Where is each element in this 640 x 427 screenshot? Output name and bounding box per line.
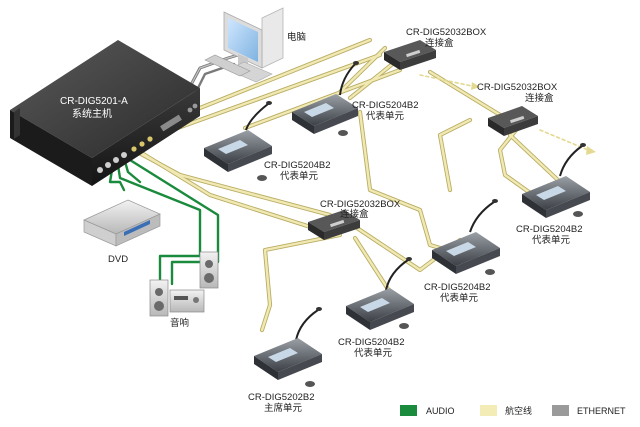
box-3-model: CR-DIG52032BOX	[320, 199, 401, 210]
box-1-model: CR-DIG52032BOX	[406, 27, 487, 38]
delegate-unit-2: CR-DIG5204B2 代表单元	[204, 101, 331, 182]
box-1-name: 连接盒	[425, 37, 454, 49]
connection-box-2: CR-DIG52032BOX 连接盒	[477, 82, 558, 136]
dvd-player: DVD	[83, 199, 161, 265]
legend-label-audio: AUDIO	[426, 406, 455, 416]
chairman-unit: CR-DIG5202B2 主席单元	[248, 307, 322, 414]
delegate-unit-3: CR-DIG5204B2 代表单元	[516, 143, 590, 246]
computer-label: 电脑	[287, 31, 306, 43]
chairman-model: CR-DIG5202B2	[248, 392, 315, 403]
unit-1-role: 代表单元	[366, 110, 405, 122]
legend-swatch-aviation	[480, 405, 497, 416]
unit-3-role: 代表单元	[532, 234, 571, 246]
unit-5-role: 代表单元	[354, 347, 393, 359]
legend-swatch-ethernet	[552, 405, 569, 416]
unit-4-role: 代表单元	[440, 292, 479, 304]
legend: AUDIO 航空线 ETHERNET	[400, 405, 626, 416]
unit-4-model: CR-DIG5204B2	[424, 282, 491, 293]
front-panel-connectors	[97, 103, 198, 173]
delegate-unit-1: CR-DIG5204B2 代表单元	[292, 61, 419, 136]
speaker-system: 音响	[149, 251, 219, 329]
unit-5-model: CR-DIG5204B2	[338, 337, 405, 348]
main-unit-model: CR-DIG5201-A	[60, 96, 128, 107]
legend-swatch-audio	[400, 405, 417, 416]
main-unit: CR-DIG5201-A 系统主机	[10, 40, 200, 186]
main-unit-name: 系统主机	[72, 107, 112, 120]
legend-label-ethernet: ETHERNET	[577, 406, 626, 416]
chairman-role: 主席单元	[264, 402, 303, 414]
unit-1-model: CR-DIG5204B2	[352, 100, 419, 111]
unit-3-model: CR-DIG5204B2	[516, 224, 583, 235]
computer: 电脑	[204, 7, 306, 83]
box-3-name: 连接盒	[340, 208, 369, 220]
dvd-label: DVD	[108, 254, 128, 265]
connection-box-3: CR-DIG52032BOX 连接盒	[308, 199, 401, 240]
delegate-unit-4: CR-DIG5204B2 代表单元	[424, 199, 500, 304]
box-2-name: 连接盒	[525, 92, 554, 104]
connection-box-1: CR-DIG52032BOX 连接盒	[384, 27, 487, 70]
box-2-model: CR-DIG52032BOX	[477, 82, 558, 93]
legend-label-aviation: 航空线	[505, 405, 532, 416]
speaker-label: 音响	[170, 317, 189, 329]
unit-2-model: CR-DIG5204B2	[264, 160, 331, 171]
unit-2-role: 代表单元	[280, 170, 319, 182]
delegate-unit-5: CR-DIG5204B2 代表单元	[338, 257, 414, 359]
